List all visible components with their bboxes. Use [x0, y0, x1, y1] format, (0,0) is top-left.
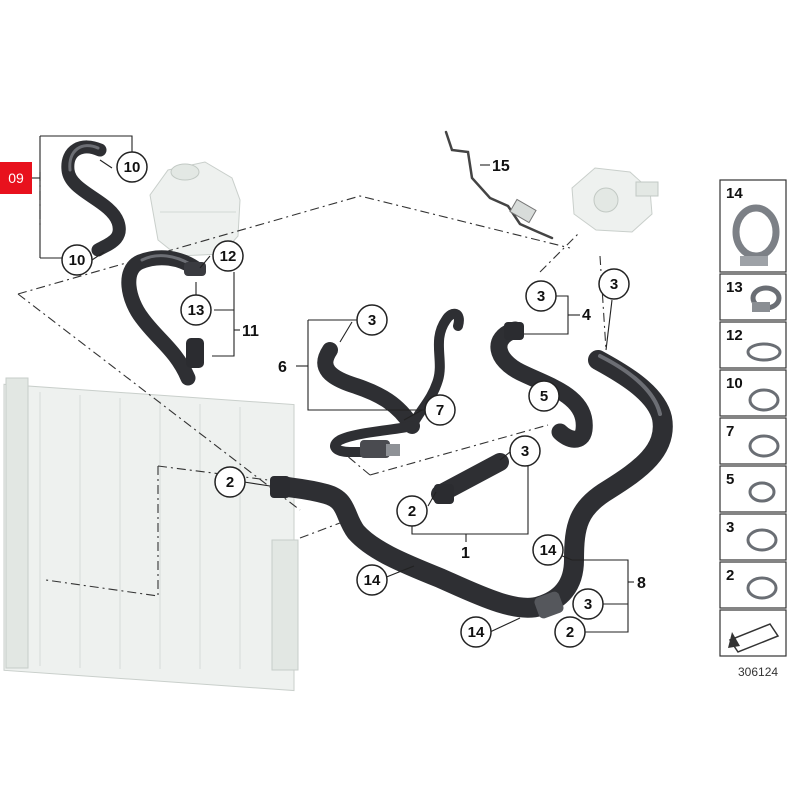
- svg-text:14: 14: [540, 542, 557, 559]
- label-8: 8: [637, 575, 646, 592]
- radiator: [3, 377, 299, 692]
- callout-14-right: 14: [532, 534, 564, 566]
- legend-label-14: 14: [726, 185, 743, 202]
- svg-text:2: 2: [408, 503, 416, 520]
- callout-14-bottom: 14: [460, 616, 492, 648]
- hose-11: [121, 250, 206, 386]
- legend-label-13: 13: [726, 279, 743, 296]
- svg-text:3: 3: [521, 443, 529, 460]
- callout-3-hose4: 3: [525, 280, 557, 312]
- callout-10-bottom: 10: [61, 244, 93, 276]
- callout-2-hose1: 2: [396, 495, 428, 527]
- legend-label-3: 3: [726, 519, 734, 536]
- svg-text:10: 10: [69, 252, 86, 269]
- callout-12: 12: [212, 240, 244, 272]
- callout-3-hose1: 3: [509, 435, 541, 467]
- svg-text:14: 14: [364, 572, 381, 589]
- callout-5: 5: [528, 380, 560, 412]
- legend-label-12: 12: [726, 327, 743, 344]
- callout-10-top: 10: [116, 151, 148, 183]
- svg-text:10: 10: [124, 159, 141, 176]
- svg-text:2: 2: [226, 474, 234, 491]
- thermostat-housing: [571, 167, 659, 233]
- arrow-icon: [728, 623, 780, 653]
- clamp-legend: 14 13 12 10 7 5 3 2 306124: [719, 179, 787, 679]
- svg-text:13: 13: [188, 302, 205, 319]
- hose-8: [270, 350, 673, 619]
- svg-text:3: 3: [584, 596, 592, 613]
- reference-number: 306124: [738, 665, 778, 679]
- callout-2-hose8: 2: [554, 616, 586, 648]
- sensor-wire: [444, 130, 554, 240]
- callout-7: 7: [424, 394, 456, 426]
- hose-1: [431, 453, 509, 504]
- svg-text:3: 3: [368, 312, 376, 329]
- label-1: 1: [461, 545, 470, 562]
- callout-13: 13: [180, 294, 212, 326]
- svg-text:14: 14: [468, 624, 485, 641]
- legend-label-10: 10: [726, 375, 743, 392]
- legend-label-2: 2: [726, 567, 734, 584]
- svg-text:2: 2: [566, 624, 574, 641]
- leader-lines: [32, 135, 634, 633]
- label-6: 6: [278, 359, 287, 376]
- group-tag-text: 09: [8, 170, 24, 186]
- callout-14-left: 14: [356, 564, 388, 596]
- legend-label-7: 7: [726, 423, 734, 440]
- legend-label-5: 5: [726, 471, 734, 488]
- callout-3-hose6: 3: [356, 304, 388, 336]
- svg-text:3: 3: [537, 288, 545, 305]
- label-4: 4: [582, 307, 591, 324]
- label-15: 15: [492, 158, 510, 175]
- svg-text:5: 5: [540, 388, 548, 405]
- callout-3-hose8: 3: [572, 588, 604, 620]
- callout-2-radiator: 2: [214, 466, 246, 498]
- group-tag: 09: [0, 162, 32, 194]
- hose-10: [61, 140, 126, 257]
- hose-4: [490, 321, 593, 448]
- svg-text:7: 7: [436, 402, 444, 419]
- expansion-tank: [149, 161, 241, 257]
- svg-text:12: 12: [220, 248, 237, 265]
- hose-6: [317, 308, 464, 458]
- label-11: 11: [242, 323, 259, 340]
- callout-3-thermostat: 3: [598, 268, 630, 300]
- svg-text:3: 3: [610, 276, 618, 293]
